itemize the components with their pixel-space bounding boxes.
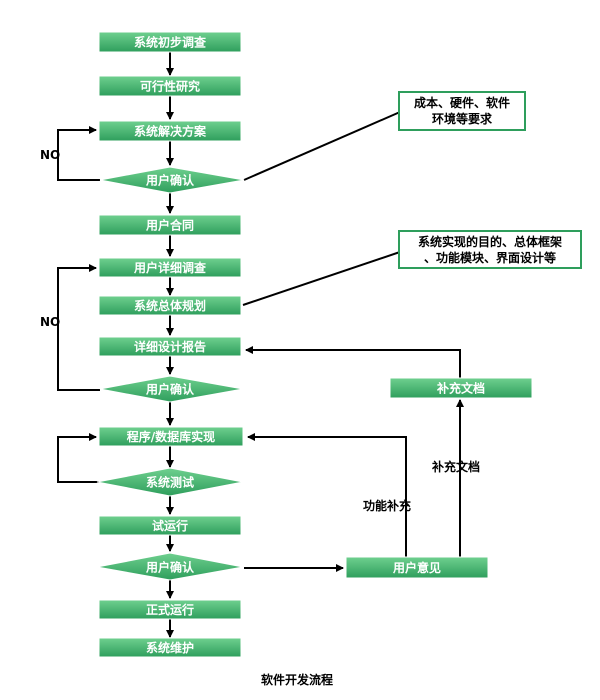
process-box-contract: 用户合同 bbox=[98, 214, 242, 236]
process-label: 试运行 bbox=[152, 518, 188, 533]
process-box-supplement-doc: 补充文档 bbox=[389, 377, 533, 399]
arrow-feedback-to-implementation bbox=[247, 433, 407, 557]
loop-no-confirm1 bbox=[57, 126, 100, 181]
process-box-implementation: 程序/数据库实现 bbox=[98, 426, 244, 447]
note-requirements: 成本、硬件、软件 环境等要求 bbox=[398, 91, 526, 131]
process-label: 用户意见 bbox=[392, 560, 441, 575]
decision-confirm1: 用户确认 bbox=[99, 166, 245, 194]
callout-line-2 bbox=[242, 251, 401, 306]
note-line: 系统实现的目的、总体框架 bbox=[418, 234, 562, 249]
process-label: 补充文档 bbox=[436, 381, 485, 396]
process-label: 用户详细调查 bbox=[133, 260, 207, 275]
process-box-feedback: 用户意见 bbox=[345, 556, 489, 579]
process-label: 系统维护 bbox=[146, 640, 194, 655]
note-line: 、功能模块、界面设计等 bbox=[424, 250, 556, 265]
process-label: 详细设计报告 bbox=[134, 339, 206, 354]
process-label: 程序/数据库实现 bbox=[127, 429, 215, 444]
decision-label: 系统测试 bbox=[146, 475, 194, 490]
label-function-supplement: 功能补充 bbox=[363, 498, 411, 513]
process-label: 系统解决方案 bbox=[134, 124, 207, 139]
diagram-caption: 软件开发流程 bbox=[261, 672, 333, 687]
process-box-design-report: 详细设计报告 bbox=[98, 336, 242, 357]
process-label: 系统初步调查 bbox=[134, 35, 207, 50]
loop-testing bbox=[57, 433, 100, 483]
decision-label: 用户确认 bbox=[145, 560, 195, 575]
note-line: 成本、硬件、软件 bbox=[414, 95, 510, 110]
process-label: 可行性研究 bbox=[140, 79, 200, 94]
arrow-supplement-doc-to-report bbox=[245, 346, 461, 378]
process-box-feasibility: 可行性研究 bbox=[98, 75, 242, 97]
decision-label: 用户确认 bbox=[145, 382, 195, 397]
decision-testing: 系统测试 bbox=[96, 467, 244, 497]
process-box-survey: 系统初步调查 bbox=[98, 31, 242, 53]
process-box-detail-survey: 用户详细调查 bbox=[98, 257, 242, 278]
loop-no-confirm2 bbox=[57, 264, 100, 391]
decision-confirm3: 用户确认 bbox=[96, 552, 244, 581]
decision-confirm2: 用户确认 bbox=[99, 375, 244, 403]
connectors bbox=[57, 52, 464, 638]
process-label: 正式运行 bbox=[146, 602, 194, 617]
callout-line-1 bbox=[243, 111, 401, 181]
decision-label: 用户确认 bbox=[145, 173, 195, 188]
label-no-1: NO bbox=[40, 148, 60, 162]
process-label: 系统总体规划 bbox=[134, 298, 206, 313]
note-design-goals: 系统实现的目的、总体框架 、功能模块、界面设计等 bbox=[398, 230, 582, 269]
label-no-2: NO bbox=[40, 315, 60, 329]
process-label: 用户合同 bbox=[145, 218, 194, 233]
note-line: 环境等要求 bbox=[432, 111, 493, 126]
process-box-trial-run: 试运行 bbox=[98, 515, 242, 536]
process-box-maintenance: 系统维护 bbox=[98, 637, 242, 658]
process-box-overall-plan: 系统总体规划 bbox=[98, 295, 242, 316]
process-box-solution: 系统解决方案 bbox=[98, 120, 242, 142]
process-box-formal-run: 正式运行 bbox=[98, 599, 242, 620]
label-doc-supplement: 补充文档 bbox=[431, 459, 480, 474]
